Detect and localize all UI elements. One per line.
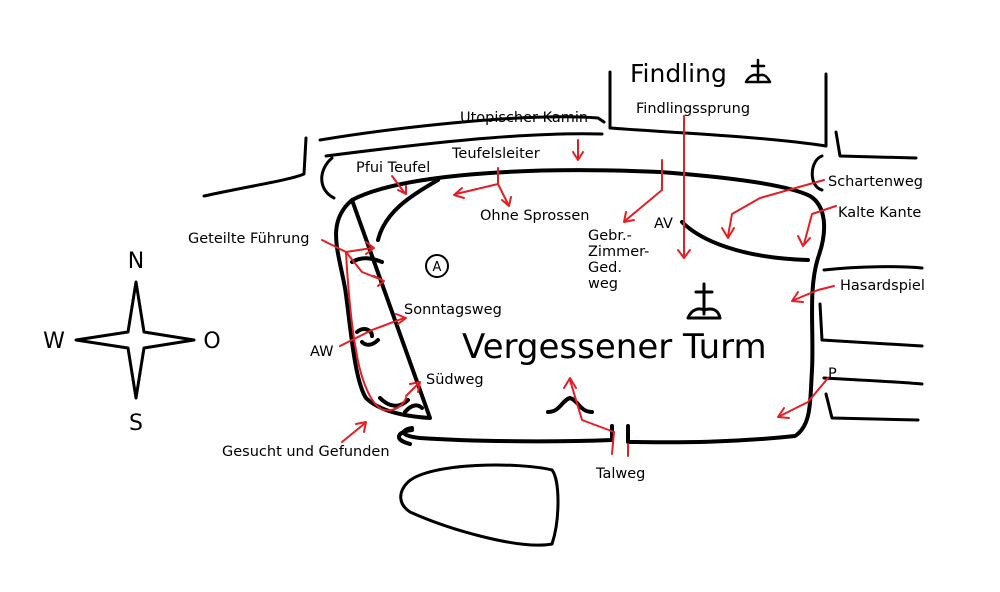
left-notch — [355, 327, 380, 347]
label-gzgw-4: weg — [588, 276, 618, 292]
arrow-icon — [572, 151, 584, 161]
rock-right-mid — [822, 265, 924, 272]
left-ledge — [350, 256, 384, 264]
compass-south: S — [129, 411, 143, 436]
route-p — [779, 377, 829, 417]
label-sonntagsweg: Sonntagsweg — [404, 302, 502, 318]
rock-right-bracket — [810, 154, 824, 192]
route-hasardspiel — [793, 285, 835, 301]
label-gzgw-1: Gebr.- — [588, 228, 632, 244]
route-schartenweg — [727, 179, 825, 237]
compass-rose-icon: N O S W — [43, 249, 221, 436]
lower-boulder — [399, 463, 560, 547]
ridge-line-lower — [324, 132, 604, 158]
arrow-icon — [791, 291, 804, 303]
route-lines — [321, 115, 837, 457]
label-av: AV — [654, 216, 673, 232]
label-talweg: Talweg — [595, 466, 645, 482]
arrow-icon — [721, 227, 735, 239]
access-marker: A — [425, 254, 449, 278]
label-p: P — [828, 366, 837, 382]
route-aw — [345, 251, 407, 412]
arrow-icon — [677, 249, 691, 259]
rock-left-bracket — [320, 156, 336, 200]
rock-right-mid-bracket — [818, 302, 924, 348]
route-ohne-sprossen — [497, 183, 509, 205]
arrow-icon — [797, 235, 811, 247]
arrow-icon — [373, 275, 385, 287]
arrow-icon — [397, 185, 407, 195]
route-kalte-kante — [803, 205, 837, 245]
rock-outlines — [202, 70, 924, 547]
tower-title: Vergessener Turm — [462, 327, 767, 367]
ramp-edge — [680, 220, 810, 262]
label-kalte-kante: Kalte Kante — [838, 205, 921, 221]
compass-west: W — [43, 329, 65, 354]
compass-north: N — [128, 249, 144, 274]
ridge-line-upper — [318, 115, 606, 142]
route-suedweg — [405, 383, 419, 397]
label-hasardspiel: Hasardspiel — [840, 278, 925, 294]
route-sonntagsweg — [339, 317, 405, 347]
rock-right-bottom — [824, 392, 920, 422]
route-gebr-zimmer — [625, 159, 663, 221]
label-gzgw-3: Ged. — [588, 260, 622, 276]
talweg-notch — [546, 396, 594, 414]
rock-left-upper — [202, 136, 308, 198]
arrow-icon — [355, 421, 367, 433]
label-suedweg: Südweg — [426, 372, 484, 388]
arrow-icon — [409, 381, 421, 393]
compass-east: O — [203, 329, 220, 354]
label-schartenweg: Schartenweg — [828, 174, 923, 190]
findling-outline — [608, 70, 828, 148]
access-marker-label: A — [433, 260, 442, 275]
tower-foot-left — [397, 428, 414, 446]
route-geteilte-fuehrung — [321, 239, 373, 253]
route-gesucht-gefunden — [341, 423, 365, 443]
chimney-edge-left — [376, 178, 440, 242]
labels: Vergessener Turm Findling Utopischer Kam… — [188, 59, 925, 482]
arrow-icon — [501, 196, 512, 207]
arrow-icon — [777, 407, 790, 419]
label-utopischer-kamin: Utopischer Kamin — [460, 110, 588, 126]
label-gzgw-2: Zimmer- — [588, 244, 649, 260]
label-geteilte-fuehrung: Geteilte Führung — [188, 231, 310, 247]
label-gesucht-und-gefunden: Gesucht und Gefunden — [222, 444, 390, 460]
lower-left-notch — [378, 396, 424, 414]
arrow-icon — [365, 241, 375, 255]
route-talweg — [569, 379, 615, 455]
arrow-icon — [563, 377, 577, 389]
label-findlingssprung: Findlingssprung — [636, 101, 750, 117]
rock-right-low — [822, 376, 924, 386]
summit-cross-icon — [686, 282, 722, 320]
route-pfui-teufel — [391, 175, 405, 193]
rock-right-top — [834, 130, 918, 160]
arrow-icon — [453, 187, 465, 199]
label-pfui-teufel: Pfui Teufel — [356, 160, 430, 176]
arrow-icon — [395, 313, 407, 325]
label-aw: AW — [310, 344, 333, 360]
summit-cross-icon — [744, 58, 772, 84]
label-ohne-sprossen: Ohne Sprossen — [480, 208, 589, 224]
findling-title: Findling — [630, 59, 727, 88]
arrow-icon — [623, 211, 635, 223]
label-teufelsleiter: Teufelsleiter — [451, 146, 540, 162]
